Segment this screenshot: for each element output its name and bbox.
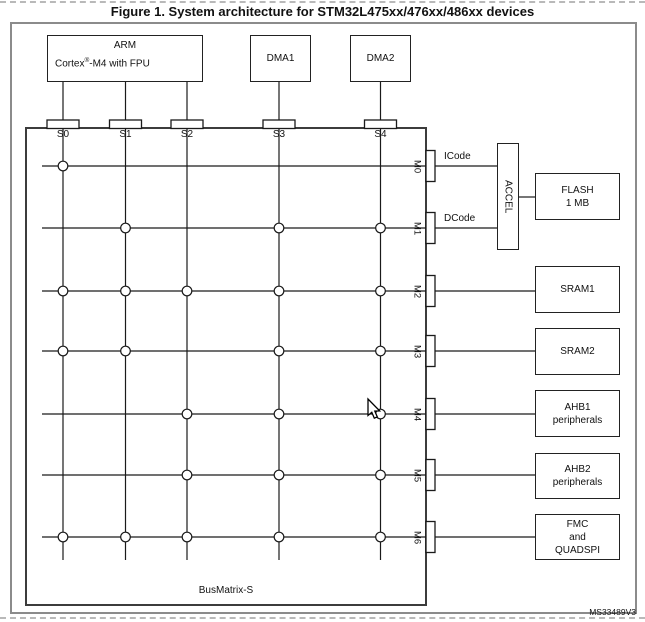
dcode-bus-label: DCode bbox=[444, 213, 476, 224]
cpu-subtitle-text: Cortex bbox=[55, 58, 85, 70]
ahb2-label-line: peripherals bbox=[552, 477, 603, 488]
bus-matrix-box bbox=[25, 127, 427, 606]
peripheral-box-sram2: SRAM2 bbox=[535, 328, 620, 375]
m-port-label-m1: M1 bbox=[411, 221, 423, 236]
s-port-label-s2: S2 bbox=[180, 129, 194, 140]
cpu-box: ARM Cortex®-M4 with FPU bbox=[47, 35, 203, 82]
cpu-name: ARM bbox=[113, 40, 137, 51]
page-crop-dash-top bbox=[0, 1, 645, 3]
accel-box: ACCEL bbox=[497, 143, 519, 250]
flash-label-line: FLASH bbox=[561, 184, 594, 196]
cpu-subtitle-text2: -M4 with FPU bbox=[89, 58, 150, 70]
ahb1-label-line: peripherals bbox=[552, 414, 603, 426]
m-port-label-m6: M6 bbox=[411, 530, 423, 545]
fmc-label-line: and bbox=[569, 531, 586, 543]
peripheral-box-ahb1: AHB1 peripherals bbox=[535, 390, 620, 437]
peripheral-box-flash: FLASH 1 MB bbox=[535, 173, 620, 220]
m-port-label-m4: M4 bbox=[411, 407, 423, 422]
dma2-box: DMA2 bbox=[350, 35, 411, 82]
s-port-label-s4: S4 bbox=[374, 129, 387, 140]
s-port-label-s3: S3 bbox=[272, 129, 286, 140]
flash-label-line: 1 MB bbox=[565, 197, 590, 209]
s-port-label-s1: S1 bbox=[119, 129, 132, 140]
m-port-label-m5: M5 bbox=[411, 468, 423, 483]
sram2-label-line: SRAM2 bbox=[560, 346, 595, 357]
registered-mark: ® bbox=[84, 57, 90, 64]
peripheral-box-sram1: SRAM1 bbox=[535, 266, 620, 313]
fmc-label-line: QUADSPI bbox=[554, 544, 600, 556]
sram1-label-line: SRAM1 bbox=[560, 284, 595, 295]
icode-bus-label: ICode bbox=[444, 151, 471, 162]
fmc-label-line: FMC bbox=[566, 518, 589, 530]
ahb2-label-line: AHB2 bbox=[564, 464, 591, 475]
m-port-label-m3: M3 bbox=[411, 344, 423, 359]
s-port-label-s0: S0 bbox=[56, 129, 70, 140]
page-crop-dash-bottom bbox=[0, 617, 645, 619]
accel-label: ACCEL bbox=[502, 179, 514, 214]
dma1-label: DMA1 bbox=[266, 53, 295, 64]
bus-matrix-label: BusMatrix-S bbox=[198, 585, 254, 596]
ahb1-label-line: AHB1 bbox=[564, 401, 591, 413]
figure-title: Figure 1. System architecture for STM32L… bbox=[110, 4, 535, 19]
m-port-label-m2: M2 bbox=[411, 284, 423, 299]
cpu-subtitle: Cortex®-M4 with FPU bbox=[48, 57, 202, 69]
dma2-label: DMA2 bbox=[366, 53, 395, 64]
peripheral-box-ahb2: AHB2 peripherals bbox=[535, 453, 620, 499]
dma1-box: DMA1 bbox=[250, 35, 311, 82]
peripheral-box-fmc: FMC and QUADSPI bbox=[535, 514, 620, 560]
figure-reference-code: MS33489V3 bbox=[589, 607, 636, 617]
m-port-label-m0: M0 bbox=[411, 159, 423, 174]
